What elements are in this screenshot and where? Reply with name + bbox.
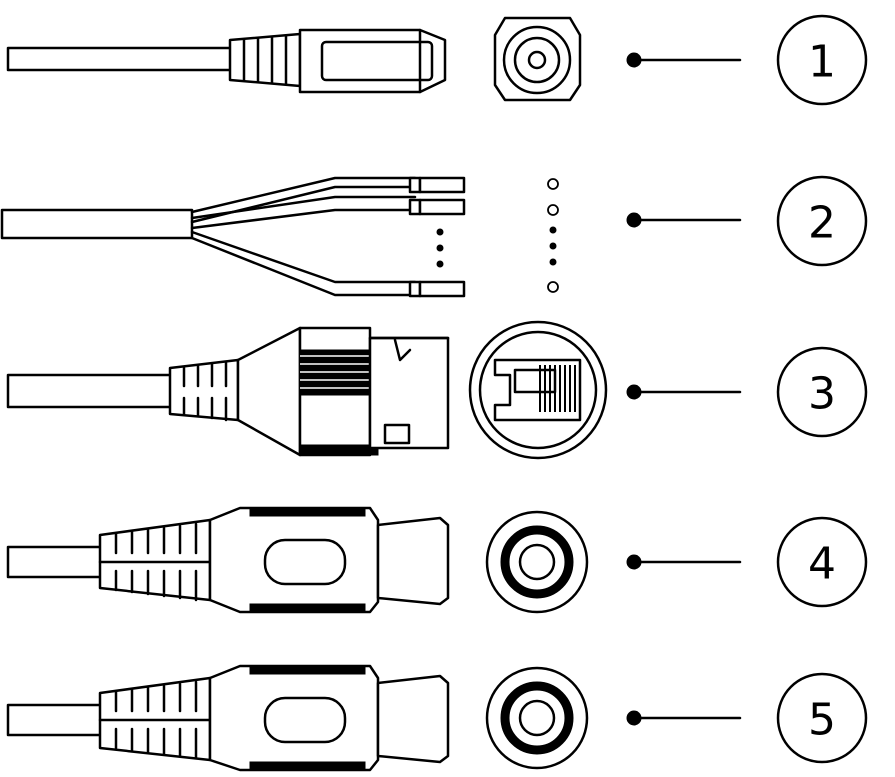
callout-circle-4 [776,516,868,608]
connector-5-rca-jack: 5 [6,664,868,772]
callout-circle-3 [776,346,868,438]
connector-2-wire-leads: 2 [0,175,868,298]
callout-label-1: 1 [808,37,836,88]
connector-4-rca-jack: 4 [6,506,868,614]
callout-label-5: 5 [808,695,836,746]
callout-circle-2 [776,175,868,267]
connector-1-power-jack: 1 [6,14,868,106]
callout-circle-5 [776,672,868,764]
callout-label-3: 3 [808,369,836,420]
callout-circle-1 [776,14,868,106]
connector-3-rj45: 3 [6,320,868,460]
callout-label-2: 2 [808,198,836,249]
callout-label-4: 4 [808,539,836,590]
